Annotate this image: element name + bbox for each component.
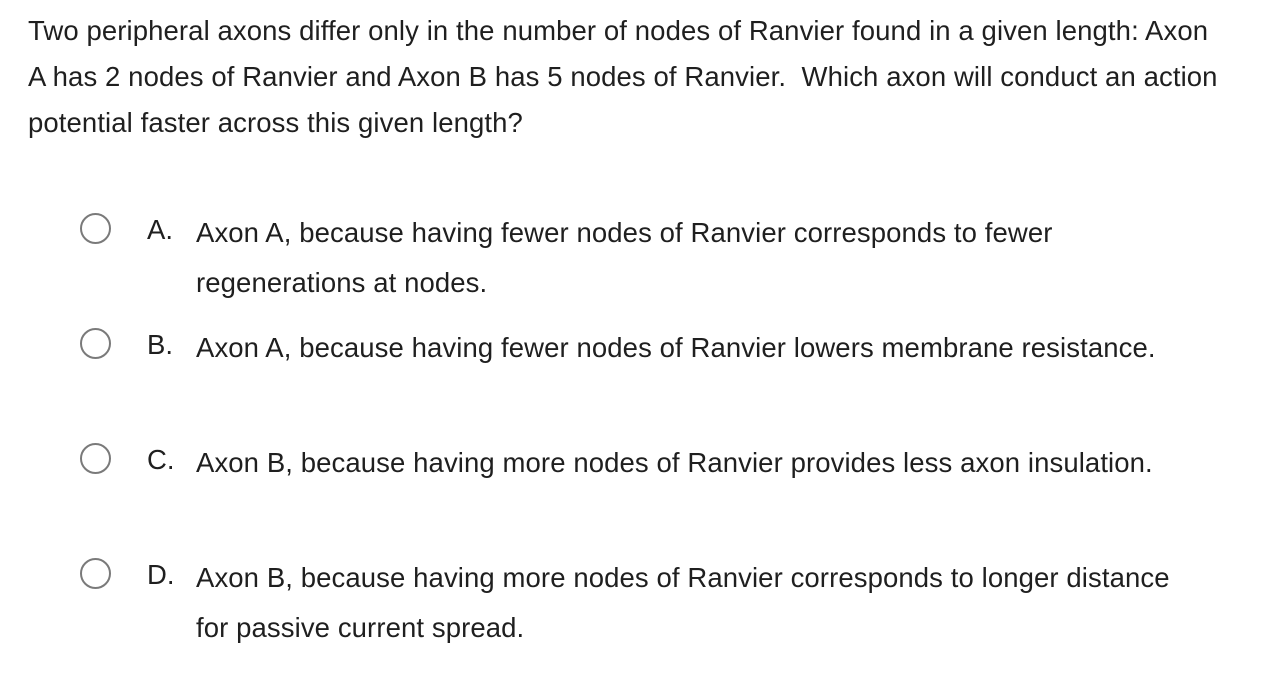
option-row-c[interactable]: C. Axon B, because having more nodes of … xyxy=(0,426,1287,541)
option-row-a[interactable]: A. Axon A, because having fewer nodes of… xyxy=(0,196,1287,311)
option-letter-a: A. xyxy=(147,214,173,245)
option-text-d[interactable]: Axon B, because having more nodes of Ran… xyxy=(196,562,1170,643)
option-text-c[interactable]: Axon B, because having more nodes of Ran… xyxy=(196,447,1153,478)
option-text-a[interactable]: Axon A, because having fewer nodes of Ra… xyxy=(196,217,1053,298)
option-letter-c: C. xyxy=(147,444,175,475)
radio-button-b[interactable] xyxy=(80,328,111,359)
radio-button-c[interactable] xyxy=(80,443,111,474)
radio-button-a[interactable] xyxy=(80,213,111,244)
radio-button-d[interactable] xyxy=(80,558,111,589)
option-row-b[interactable]: B. Axon A, because having fewer nodes of… xyxy=(0,311,1287,426)
option-letter-b: B. xyxy=(147,329,173,360)
option-row-d[interactable]: D. Axon B, because having more nodes of … xyxy=(0,541,1287,656)
option-letter-d: D. xyxy=(147,559,175,590)
option-text-b[interactable]: Axon A, because having fewer nodes of Ra… xyxy=(196,332,1156,363)
answer-options-list: A. Axon A, because having fewer nodes of… xyxy=(0,196,1287,656)
question-stem: Two peripheral axons differ only in the … xyxy=(28,15,1226,138)
